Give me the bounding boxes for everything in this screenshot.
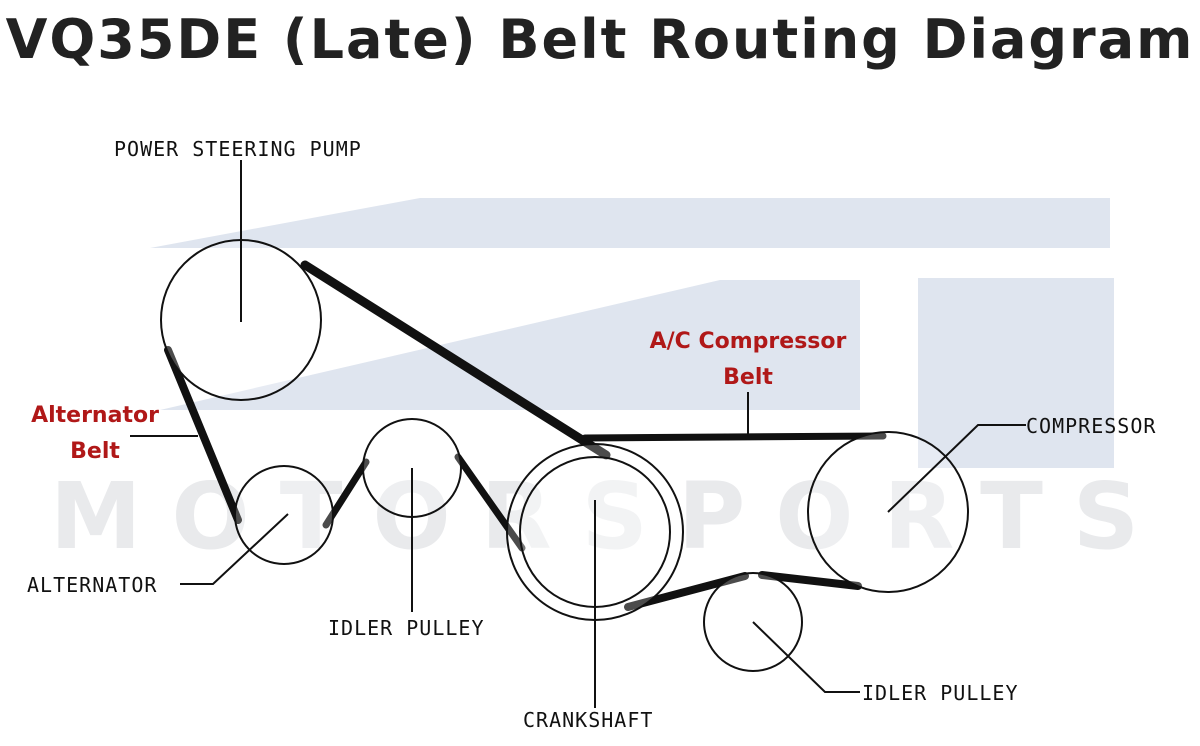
- leader-idler-right: [752, 621, 860, 693]
- label-power-steering-pump: POWER STEERING PUMP: [114, 137, 362, 161]
- watermark-band-diagonal: [160, 280, 860, 410]
- label-ac-belt: A/C Compressor Belt: [628, 324, 868, 396]
- alternator-belt-segment: [300, 260, 611, 460]
- alternator-belt-segment: [454, 453, 526, 552]
- label-idler-pulley-left: IDLER PULLEY: [328, 616, 485, 640]
- leader-compressor: [887, 424, 1026, 513]
- watermark-block: [918, 278, 1114, 468]
- label-ac-belt-line1: A/C Compressor: [649, 329, 847, 354]
- label-alternator-belt: Alternator Belt: [10, 398, 180, 470]
- watermark-band-top: [150, 198, 1110, 248]
- label-idler-pulley-right: IDLER PULLEY: [862, 681, 1019, 705]
- ac-belt-segment: [581, 432, 887, 442]
- label-alternator-belt-line2: Belt: [70, 439, 120, 464]
- alternator-belt-segment: [164, 346, 242, 524]
- ac-belt-segment: [758, 571, 862, 590]
- label-alternator-belt-line1: Alternator: [31, 403, 159, 428]
- leader-alternator: [180, 513, 289, 585]
- label-compressor: COMPRESSOR: [1026, 414, 1157, 438]
- label-ac-belt-line2: Belt: [723, 365, 773, 390]
- label-crankshaft: CRANKSHAFT: [523, 708, 654, 732]
- label-alternator: ALTERNATOR: [27, 573, 158, 597]
- page-title: VQ35DE (Late) Belt Routing Diagram: [5, 8, 1195, 71]
